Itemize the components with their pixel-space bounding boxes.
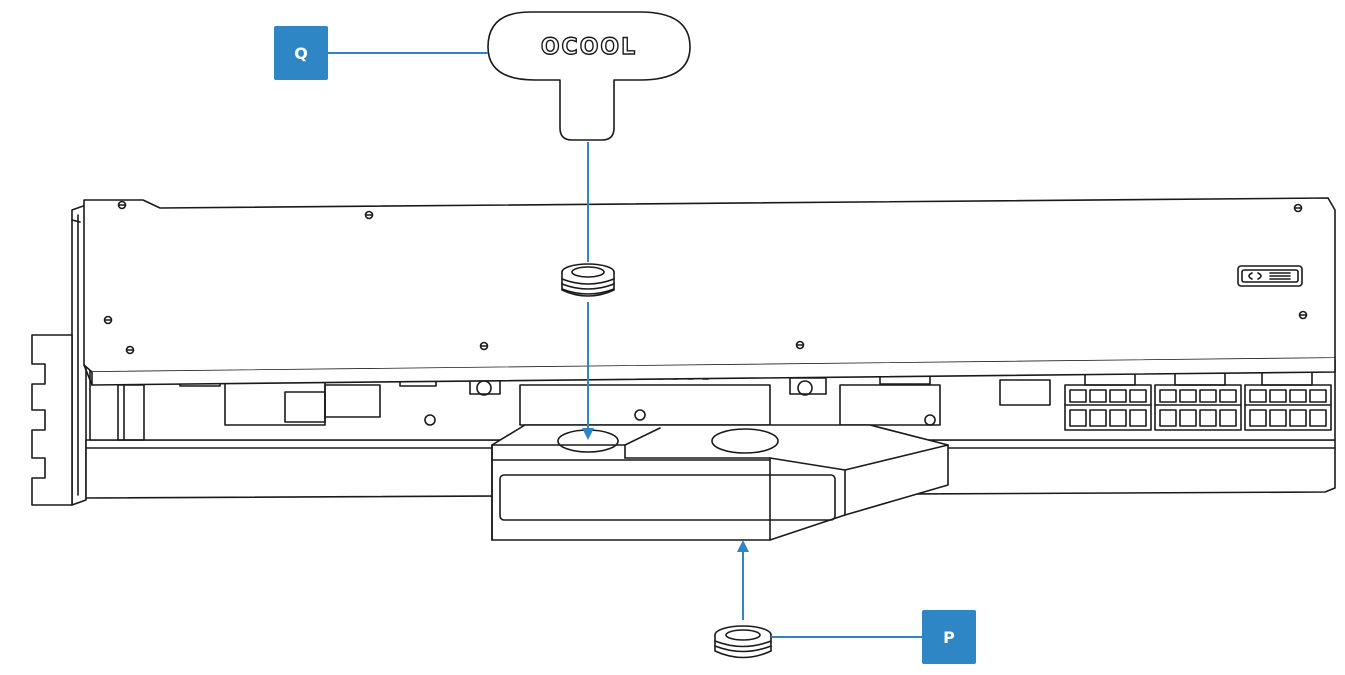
plug-top — [561, 263, 615, 297]
key-tool-logo-text: OCOOL — [541, 35, 637, 60]
backplate-cover — [83, 197, 1336, 386]
callout-label-q: Q — [274, 26, 328, 80]
pci-bracket — [31, 204, 87, 506]
cover-logo-badge — [1237, 265, 1303, 287]
power-connectors — [1064, 367, 1332, 431]
key-tool — [487, 11, 691, 141]
callout-label-p: P — [922, 610, 976, 664]
callout-p-arrow-head — [737, 540, 749, 552]
insert-arrow-head — [582, 428, 594, 440]
terminal-block — [491, 424, 949, 541]
plug-bottom — [714, 625, 772, 659]
